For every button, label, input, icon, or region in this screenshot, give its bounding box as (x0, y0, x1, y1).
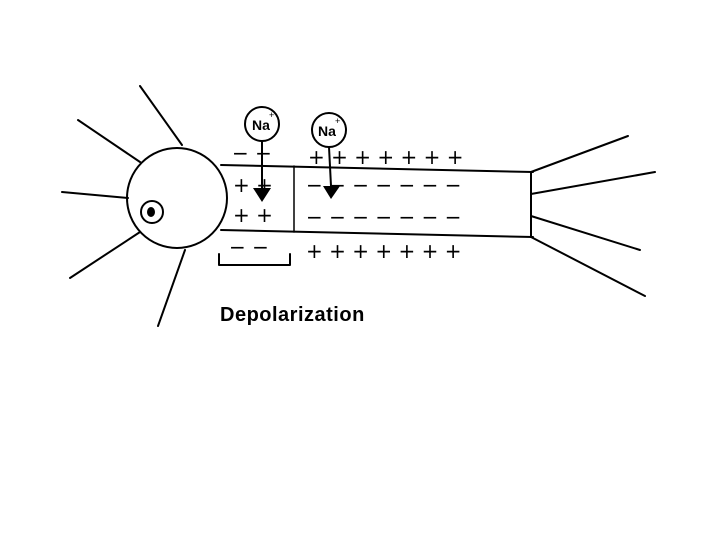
nucleolus (147, 207, 155, 217)
terminal-branch (530, 236, 646, 297)
dendrite (139, 85, 183, 146)
dendrite (77, 119, 141, 163)
ion-symbol: Na (252, 117, 270, 133)
terminal-branch (530, 135, 629, 173)
dendrites (61, 85, 186, 327)
sodium-ion-2: Na + (311, 112, 347, 199)
inflow-arrow-icon (253, 188, 271, 202)
inflow-arrow-icon (323, 186, 340, 199)
depolarized-inner-bottom-signs: + + (233, 203, 273, 227)
ion-charge: + (335, 116, 340, 126)
ion-symbol: Na (318, 123, 336, 139)
axon-bottom-membrane (220, 229, 534, 238)
resting-inner-bottom-signs: − − − − − − − (306, 205, 461, 229)
dendrite (69, 231, 141, 279)
depolarized-inner-top-signs: + + (233, 173, 273, 197)
sodium-ion-1: Na + (244, 106, 280, 202)
terminal-branch (530, 171, 656, 195)
axon-terminals (530, 135, 656, 297)
axon-top-membrane (220, 164, 534, 173)
depolarized-outer-signs: − − (232, 141, 272, 165)
terminal-branch (530, 215, 641, 251)
dendrite (61, 191, 129, 199)
resting-inner-top-signs: − − − − − − − (306, 173, 461, 197)
cell-body (126, 147, 228, 249)
resting-outer-top-signs: + + + + + + + (308, 145, 463, 169)
axon (220, 164, 534, 238)
nucleus (140, 200, 164, 224)
inflow-arrow-shaft (328, 146, 332, 187)
diagram-caption: Depolarization (220, 304, 365, 326)
depolarized-region-bracket (218, 253, 291, 266)
resting-outer-bottom-signs: + + + + + + + (306, 239, 461, 263)
ion-charge: + (269, 110, 274, 120)
depolarized-below-signs: − − (229, 235, 269, 259)
dendrite (157, 249, 186, 327)
